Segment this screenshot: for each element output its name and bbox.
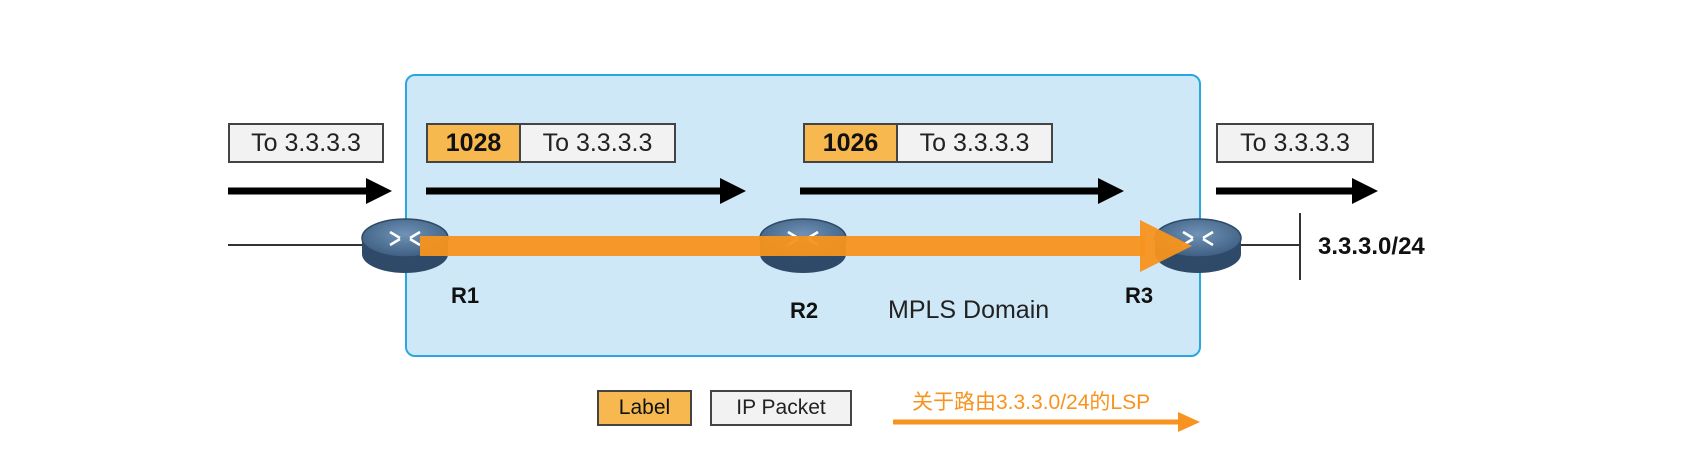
packet-payload: To 3.3.3.3 xyxy=(1240,128,1350,157)
flow-arrow-1 xyxy=(228,178,392,204)
flow-arrow-4 xyxy=(1216,178,1378,204)
ip-packet-2: To 3.3.3.3 xyxy=(896,123,1053,163)
mpls-domain-area xyxy=(405,74,1201,357)
destination-network-label: 3.3.3.0/24 xyxy=(1318,233,1425,260)
legend-ip-packet-text: IP Packet xyxy=(736,396,826,419)
mpls-label-2: 1026 xyxy=(803,123,898,163)
label-value: 1028 xyxy=(445,128,502,157)
label-value: 1026 xyxy=(822,128,879,157)
legend-label-swatch: Label xyxy=(597,390,692,426)
mpls-domain-label: MPLS Domain xyxy=(888,296,1050,324)
legend-ip-packet-swatch: IP Packet xyxy=(710,390,852,426)
router-r1-label: R1 xyxy=(451,283,480,308)
ip-packet-1: To 3.3.3.3 xyxy=(519,123,676,163)
legend-label-text: Label xyxy=(618,396,671,419)
ip-packet-ingress: To 3.3.3.3 xyxy=(228,123,384,163)
flow-arrow-2 xyxy=(426,178,746,204)
lsp-arrow xyxy=(420,220,1192,272)
ip-packet-egress: To 3.3.3.3 xyxy=(1216,123,1374,163)
router-r2-label: R2 xyxy=(790,298,819,323)
packet-payload: To 3.3.3.3 xyxy=(251,128,361,157)
packet-payload: To 3.3.3.3 xyxy=(542,128,653,157)
mpls-label-1: 1028 xyxy=(426,123,521,163)
packet-payload: To 3.3.3.3 xyxy=(919,128,1030,157)
router-r3-label: R3 xyxy=(1125,283,1154,308)
flow-arrow-3 xyxy=(800,178,1124,204)
legend-lsp-arrow-icon xyxy=(893,412,1200,432)
legend-lsp-text: 关于路由3.3.3.0/24的LSP xyxy=(912,391,1151,414)
